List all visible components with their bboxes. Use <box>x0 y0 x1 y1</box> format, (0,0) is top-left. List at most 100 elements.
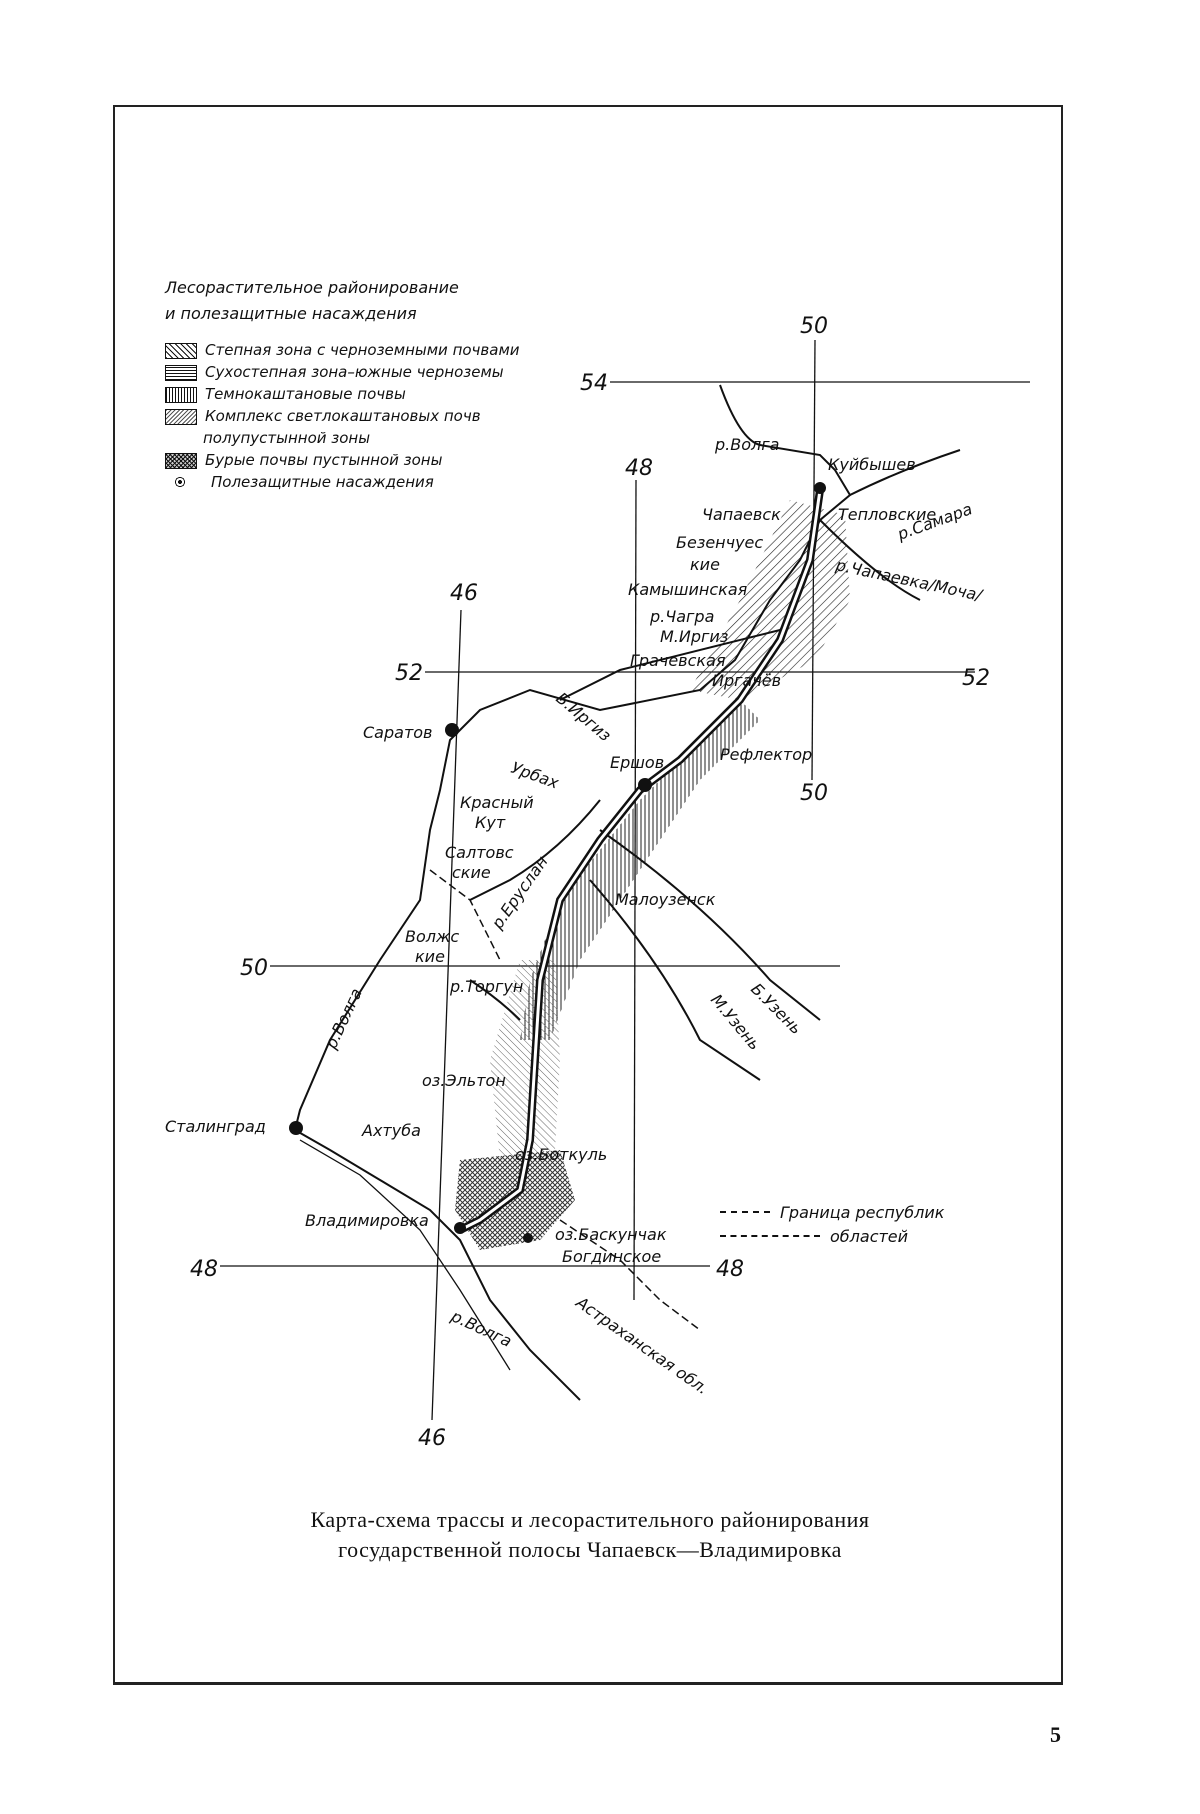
river-eruslan <box>469 799 601 901</box>
label-lon-46-bottom: 46 <box>418 1426 446 1451</box>
legend-label: Комплекс светлокаштановых почв <box>205 407 481 425</box>
city-marker-vladimirovka <box>454 1222 466 1234</box>
label-lat-52-left: 52 <box>395 661 423 686</box>
legend-title-line-1: Лесорастительное районирование <box>165 278 459 297</box>
place-volga-top: р.Волга <box>714 435 779 454</box>
place-torgun: р.Торгун <box>449 977 523 996</box>
place-baskunchak: оз.Баскунчак <box>555 1225 667 1244</box>
boundary-legend-republic: Граница республик <box>720 1200 944 1224</box>
grid-lon-48 <box>633 479 637 1301</box>
page-number: 5 <box>1050 1722 1061 1747</box>
boundary-legend-region: областей <box>720 1224 944 1248</box>
rivers <box>294 384 961 1401</box>
legend-swatch-brown-desert <box>165 453 197 469</box>
label-lon-50: 50 <box>800 314 828 339</box>
place-chagra: р.Чагра <box>649 607 714 626</box>
place-chapaevka: р.Чапаевка/Моча/ <box>833 555 985 605</box>
dashdot-line-icon <box>720 1235 820 1237</box>
place-teplovskie: Тепловские <box>838 505 936 524</box>
city-marker-ershov <box>638 778 652 792</box>
legend-item-semidesert: полупустынной зоны <box>165 427 595 449</box>
boundary-region-2 <box>429 869 501 961</box>
legend-item-plantings: Полезащитные насаждения <box>165 471 595 493</box>
place-astrakhan: Астраханская обл. <box>572 1292 712 1398</box>
legend-item-brown-desert: Бурые почвы пустынной зоны <box>165 449 595 471</box>
place-bogdinskoe: Богдинское <box>562 1247 661 1266</box>
caption-line-2: государственной полосы Чапаевск—Владимир… <box>338 1537 842 1562</box>
place-volzh-2: кие <box>415 947 445 966</box>
legend-item-steppe: Степная зона с черноземными почвами <box>165 339 595 361</box>
place-bezenchuk-1: Безенчуес <box>676 533 763 552</box>
legend-item-light-chestnut: Комплекс светлокаштановых почв <box>165 405 595 427</box>
zone-light-chestnut <box>490 960 560 1160</box>
place-urbakh: Урбах <box>509 758 562 793</box>
label-lon-46-top: 46 <box>450 581 478 606</box>
place-botkul: оз.Боткуль <box>515 1145 607 1164</box>
place-b-irgiz: Б.Иргиз <box>552 689 614 746</box>
label-lat-54: 54 <box>580 371 608 396</box>
legend-swatch-dry-steppe <box>165 365 197 381</box>
legend-label: Полезащитные насаждения <box>211 473 434 491</box>
place-irgiz-pos: Иргачёв <box>712 671 781 690</box>
grid-lon-46 <box>431 609 462 1421</box>
plantings-icon <box>173 475 187 489</box>
caption-line-1: Карта-схема трассы и лесорастительного р… <box>310 1507 870 1532</box>
legend-label: Бурые почвы пустынной зоны <box>205 451 443 469</box>
city-marker-kuibyshev <box>814 482 826 494</box>
river-b-uzen <box>599 829 821 1021</box>
river-chapaevka <box>819 519 921 601</box>
place-b-uzen: Б.Узень <box>747 979 806 1038</box>
river-samara <box>849 449 961 496</box>
river-b-irgiz <box>559 629 781 701</box>
river-volga-lower <box>294 1129 581 1401</box>
zone-brown-desert <box>455 1150 575 1250</box>
city-marker-baskunchak <box>523 1233 533 1243</box>
figure-caption: Карта-схема трассы и лесорастительного р… <box>160 1505 1020 1565</box>
legend-title: Лесорастительное районирование и полезащ… <box>165 275 595 327</box>
place-elton: оз.Эльтон <box>422 1071 506 1090</box>
admin-boundaries <box>429 869 701 1331</box>
map-legend: Лесорастительное районирование и полезащ… <box>165 275 595 493</box>
place-akhtuba: Ахтуба <box>361 1121 421 1140</box>
place-m-irgiz: М.Иргиз <box>660 627 728 646</box>
place-eruslan: р.Еруслан <box>487 852 551 933</box>
place-maluzensk: Малоузенск <box>615 890 716 909</box>
place-volga-mid: р.Волга <box>321 985 366 1052</box>
river-torgun <box>469 979 521 1021</box>
legend-swatch-steppe <box>165 343 197 359</box>
page-frame <box>113 105 1063 1685</box>
dash-line-icon <box>720 1211 770 1213</box>
zone-dark-chestnut <box>520 700 760 1040</box>
route-line-inner <box>459 489 822 1232</box>
place-ershov: Ершов <box>610 753 664 772</box>
label-lat-48-right: 48 <box>716 1257 744 1282</box>
label-lat-50-right: 50 <box>800 781 828 806</box>
place-stalingrad: Сталинград <box>165 1117 266 1136</box>
place-saltov-2: ские <box>452 863 491 882</box>
legend-label: Степная зона с черноземными почвами <box>205 341 520 359</box>
place-chapaevsk: Чапаевск <box>702 505 781 524</box>
place-volzh-1: Волжс <box>405 927 459 946</box>
label-lat-48-left: 48 <box>190 1257 218 1282</box>
legend-label: Темнокаштановые почвы <box>205 385 406 403</box>
place-kuibyshev: Куйбышев <box>828 455 916 474</box>
place-reflektor: Рефлектор <box>720 745 812 764</box>
legend-item-dry-steppe: Сухостепная зона–южные черноземы <box>165 361 595 383</box>
forest-belt-route <box>458 489 824 1234</box>
place-vladimirovka: Владимировка <box>305 1211 429 1230</box>
label-lat-52-right: 52 <box>962 666 990 691</box>
label-lat-50-left: 50 <box>240 956 268 981</box>
boundary-label-republic: Граница республик <box>780 1202 945 1222</box>
legend-label: Сухостепная зона–южные черноземы <box>205 363 504 381</box>
boundary-label-region: областей <box>830 1226 909 1246</box>
legend-swatch-dark-chestnut <box>165 387 197 403</box>
place-krasny-2: Кут <box>475 813 506 832</box>
legend-title-line-2: и полезащитные насаждения <box>165 304 417 323</box>
place-grachevskaya: Грачевская <box>630 651 726 670</box>
place-saltov-1: Салтовс <box>445 843 514 862</box>
coordinate-grid <box>220 339 1030 1421</box>
place-krasny-1: Красный <box>460 793 534 812</box>
legend-swatch-light-chestnut <box>165 409 197 425</box>
city-markers <box>289 482 826 1243</box>
